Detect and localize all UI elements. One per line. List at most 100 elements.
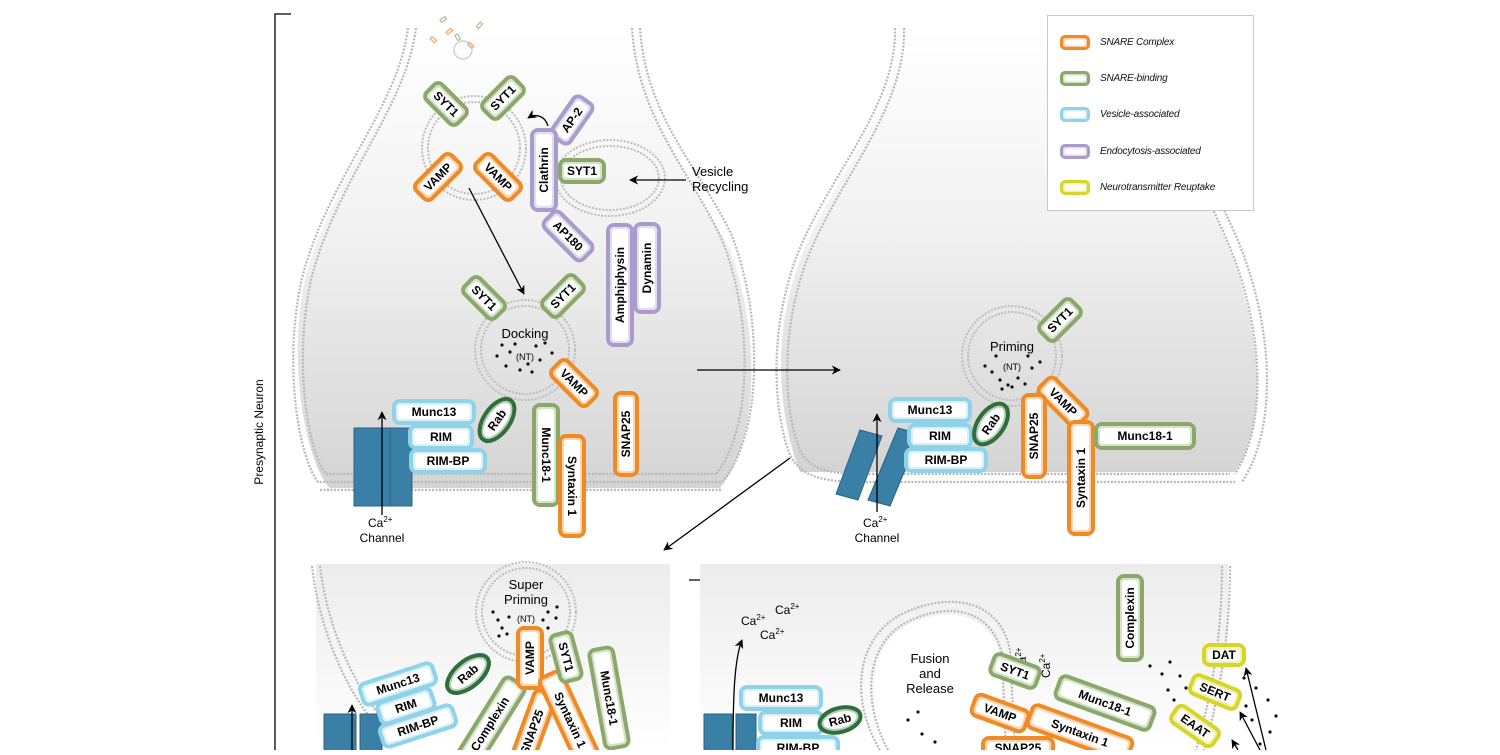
rim-protein: RIM — [408, 424, 474, 450]
panel-docking: Docking (NT) Vesicle Recycling Ca2+ Chan… — [292, 27, 756, 545]
ca-channel — [703, 713, 757, 755]
syt1-protein: SYT1 — [540, 273, 586, 319]
rim-bp-protein: RIM-BP — [904, 447, 988, 473]
rim-bp-protein-label: RIM-BP — [925, 453, 968, 467]
channel-label: Channel — [855, 531, 900, 545]
legend-label: SNARE-binding — [1100, 72, 1168, 84]
syt1-protein: SYT1 — [558, 158, 606, 184]
munc13-protein: Munc13 — [739, 685, 823, 711]
legend-item-vesicle-associated: Vesicle-associated — [1060, 104, 1180, 124]
syt1-protein: SYT1 — [1037, 297, 1083, 343]
ca-ion-2: Ca2+ — [775, 602, 800, 617]
legend-swatch-snare-binding — [1060, 70, 1090, 86]
legend-item-neurotransmitter-reuptake: Neurotransmitter Reuptake — [1060, 177, 1215, 197]
presynaptic-neuron-label: Presynaptic Neuron — [252, 379, 266, 484]
neurotransmitter-dots — [491, 605, 559, 638]
rim-bp-protein-label: RIM-BP — [427, 454, 470, 468]
vamp-protein: VAMP — [549, 358, 599, 408]
syt1-protein-label: SYT1 — [567, 164, 597, 178]
synaptic-cleft — [1206, 566, 1500, 750]
vamp-protein: VAMP — [516, 626, 544, 690]
syntaxin-protein: Syntaxin 1 — [558, 434, 586, 538]
legend-label: Vesicle-associated — [1100, 108, 1180, 120]
munc13-protein: Munc13 — [392, 399, 476, 425]
superpriming-stage-label-1: Super — [509, 577, 544, 592]
amphiphysin-protein-label: Amphiphysin — [613, 247, 627, 323]
channel-label-ca: Ca2+ — [863, 515, 888, 530]
vesicle-to-docking-arrow — [468, 187, 525, 295]
fusion-stage-label-1: Fusion — [910, 651, 949, 666]
channel-label: Channel — [360, 531, 405, 545]
ca-influx-arrow — [732, 639, 744, 753]
syntaxin-protein-label: Syntaxin 1 — [565, 456, 579, 516]
syt1-protein: SYT1 — [548, 630, 584, 684]
clathrin-uncoat-arrow — [527, 109, 549, 127]
superpriming-nt-label: (NT) — [517, 614, 535, 624]
channel-label-ca: Ca2+ — [368, 515, 393, 530]
munc13-protein-label: Munc13 — [759, 691, 804, 705]
fusion-stage-label-3: Release — [906, 681, 954, 696]
docking-stage-label: Docking — [502, 326, 549, 341]
rim-protein: RIM — [758, 710, 824, 736]
dynamin-protein-label: Dynamin — [640, 243, 654, 294]
rab-protein: Rab — [972, 401, 1010, 447]
fusion-stage-label-2: and — [919, 666, 941, 681]
munc18-protein: Munc18-1 — [587, 645, 631, 751]
dat-protein: DAT — [1202, 643, 1246, 667]
legend-label: Neurotransmitter Reuptake — [1100, 181, 1216, 193]
syt1-protein: SYT1 — [988, 652, 1042, 690]
vesicle-membrane — [961, 305, 1063, 407]
docking-nt-label: (NT) — [516, 352, 534, 362]
fusing-vesicle-membrane — [860, 600, 1017, 751]
snap25-protein-label: SNAP25 — [1027, 412, 1041, 459]
presynaptic-bracket — [274, 13, 291, 750]
ca-ion-3: Ca2+ — [760, 627, 785, 642]
ca-channel — [323, 704, 383, 755]
priming-nt-label: (NT) — [1003, 362, 1021, 372]
rab-protein: Rab — [817, 705, 863, 735]
rim-protein-label: RIM — [430, 430, 452, 444]
munc13-protein-label: Munc13 — [908, 403, 953, 417]
vamp-protein: VAMP — [473, 152, 523, 202]
rim-protein-label: RIM — [393, 696, 418, 716]
munc13-protein-label: Munc13 — [412, 405, 457, 419]
legend: SNARE Complex SNARE-binding Vesicle-asso… — [1047, 15, 1254, 211]
syt1-protein: SYT1 — [461, 275, 507, 321]
vesicle-recycling-label-1: Vesicle — [692, 164, 733, 179]
snap25-protein-label: SNAP25 — [995, 741, 1042, 750]
reuptake-arrows — [1231, 667, 1267, 751]
rab-protein-label: Rab — [827, 710, 853, 729]
complexin-protein: Complexin — [1116, 574, 1144, 662]
munc18-protein-label: Munc18-1 — [1117, 429, 1173, 443]
dynamin-protein: Dynamin — [633, 222, 661, 314]
snap25-protein: SNAP25 — [981, 736, 1055, 755]
rim-bp-protein: RIM-BP — [409, 448, 487, 474]
priming-stage-label: Priming — [990, 339, 1034, 354]
vamp-protein-label: VAMP — [523, 641, 537, 675]
legend-swatch-endocytosis-associated — [1060, 143, 1090, 159]
legend-swatch-vesicle-associated — [1060, 106, 1090, 122]
legend-item-snare-binding: SNARE-binding — [1060, 68, 1168, 88]
rim-bp-protein-label: RIM-BP — [777, 741, 820, 750]
legend-label: Endocytosis-associated — [1100, 145, 1201, 157]
vamp-protein: VAMP — [969, 692, 1031, 734]
snap25-protein: SNAP25 — [613, 391, 639, 477]
clathrin-protein: Clathrin — [530, 128, 558, 212]
legend-item-snare-complex: SNARE Complex — [1060, 32, 1174, 52]
dat-protein-label: DAT — [1212, 648, 1236, 662]
complexin-protein-label: Complexin — [1123, 587, 1137, 648]
priming-to-superpriming-arrow — [663, 457, 791, 551]
superpriming-stage-label-2: Priming — [504, 592, 548, 607]
legend-swatch-snare-complex — [1060, 34, 1090, 50]
munc18-protein: Munc18-1 — [1094, 422, 1196, 450]
rim-protein-label: RIM — [780, 716, 802, 730]
ca-ion-1: Ca2+ — [741, 613, 766, 628]
plasma-membrane — [1194, 565, 1232, 751]
rab-protein: Rab — [445, 653, 491, 695]
munc18-protein: Munc18-1 — [532, 403, 560, 507]
rab-protein: Rab — [477, 396, 517, 444]
clathrin-protein-label: Clathrin — [537, 147, 551, 192]
munc13-protein: Munc13 — [888, 397, 972, 423]
